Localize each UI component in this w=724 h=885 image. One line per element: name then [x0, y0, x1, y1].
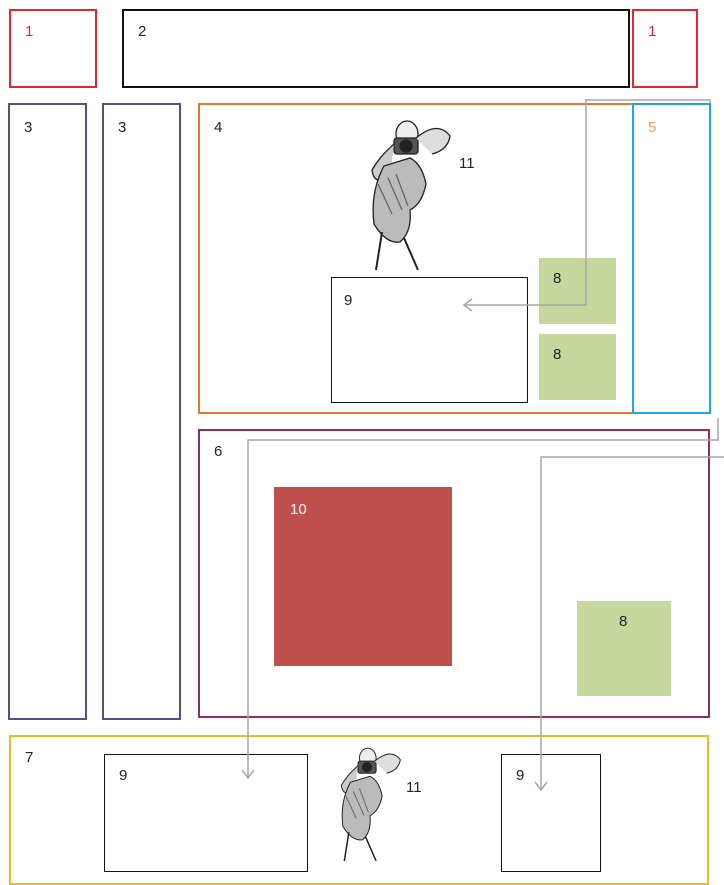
arrow-right-to-bottom-right-9 [541, 457, 724, 790]
arrow-5-to-9 [464, 100, 710, 305]
arrow-top-right-to-bottom-left-9 [248, 418, 718, 778]
